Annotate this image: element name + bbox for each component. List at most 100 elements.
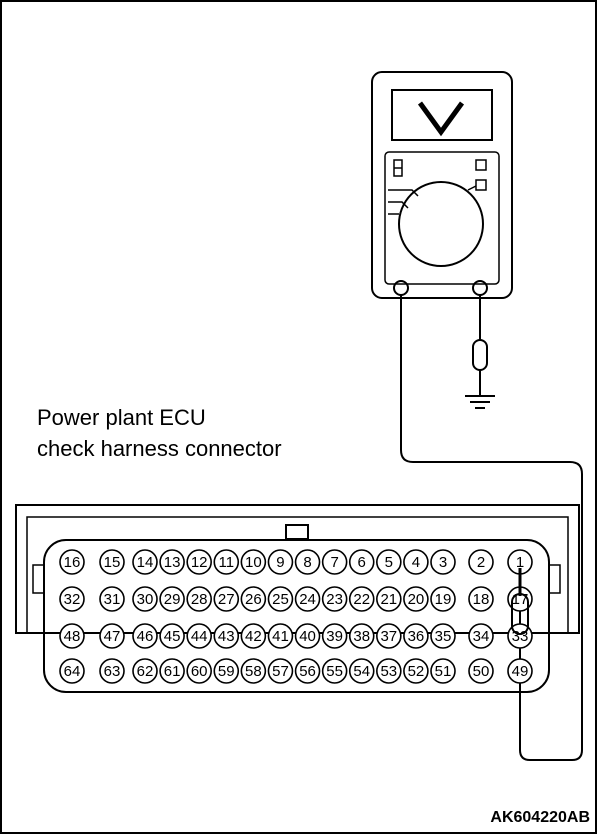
pin-circle — [267, 586, 294, 612]
pin-number: 9 — [276, 554, 284, 571]
pin-number: 31 — [104, 591, 121, 608]
pin-number: 4 — [412, 554, 420, 571]
connector-pin: 18 — [468, 586, 494, 612]
pin-number: 59 — [218, 663, 235, 680]
pin-circle — [59, 586, 85, 612]
pin-circle — [186, 549, 212, 575]
connector-pin: 31 — [99, 586, 125, 612]
pin-number: 44 — [191, 628, 208, 645]
connector-pin: 38 — [348, 623, 375, 649]
pin-number: 57 — [272, 663, 289, 680]
pin-circle — [186, 623, 212, 649]
pin-circle — [294, 549, 321, 575]
connector-pin: 35 — [430, 623, 456, 649]
connector-pin: 44 — [186, 623, 212, 649]
pin-number: 43 — [218, 628, 235, 645]
pin-circle — [294, 623, 321, 649]
pin-circle — [321, 549, 348, 575]
pin-number: 47 — [104, 628, 121, 645]
back-probe-icon — [511, 593, 529, 635]
connector-pin: 56 — [294, 658, 321, 684]
connector-pin: 63 — [99, 658, 125, 684]
connector-pin: 45 — [159, 623, 185, 649]
connector-pin: 60 — [186, 658, 212, 684]
pin-circle — [213, 549, 240, 575]
pin-number: 3 — [439, 554, 447, 571]
ground-lead — [465, 295, 495, 409]
pin-number: 40 — [299, 628, 316, 645]
connector-pin: 5 — [376, 549, 402, 575]
connector-pin: 39 — [321, 623, 348, 649]
pin-number: 30 — [137, 591, 154, 608]
pin-number: 11 — [218, 554, 234, 571]
pin-circle — [213, 623, 240, 649]
pin-number: 18 — [473, 591, 490, 608]
latch-right-icon — [548, 564, 561, 594]
pin-circle — [294, 658, 321, 684]
pin-number: 52 — [408, 663, 425, 680]
pin-circle — [99, 658, 125, 684]
pin-number: 62 — [137, 663, 154, 680]
pin-number: 34 — [473, 628, 490, 645]
pin-number: 61 — [164, 663, 181, 680]
connector-pin: 24 — [294, 586, 321, 612]
pin-number: 58 — [245, 663, 262, 680]
pin-circle — [99, 586, 125, 612]
connector-pin: 62 — [132, 658, 158, 684]
pin-circle — [321, 586, 348, 612]
connector-pin: 28 — [186, 586, 212, 612]
pin-number: 29 — [164, 591, 181, 608]
pin-circle — [430, 623, 456, 649]
multimeter-panel — [384, 151, 500, 285]
connector-pin: 8 — [294, 549, 321, 575]
pin-number: 20 — [408, 591, 425, 608]
pin-circle — [376, 549, 402, 575]
pin-circle — [430, 658, 456, 684]
pin-number: 1 — [516, 554, 524, 571]
connector-pin: 43 — [213, 623, 240, 649]
pin-number: 26 — [245, 591, 262, 608]
figure-code: AK604220AB — [490, 809, 590, 826]
pin-circle — [267, 549, 294, 575]
pin-number: 8 — [303, 554, 311, 571]
pin-circle — [403, 623, 429, 649]
pin-number: 42 — [245, 628, 262, 645]
pin-circle — [468, 623, 494, 649]
pin-circle — [132, 549, 158, 575]
connector-pin: 47 — [99, 623, 125, 649]
pin-number: 54 — [353, 663, 370, 680]
pin-number: 45 — [164, 628, 181, 645]
pin-circle — [468, 549, 494, 575]
connector-face — [43, 539, 550, 693]
pin-number: 27 — [218, 591, 235, 608]
connector-pin: 48 — [59, 623, 85, 649]
pin-circle — [430, 549, 456, 575]
pin-circle — [186, 586, 212, 612]
pin-number: 41 — [272, 628, 289, 645]
connector-pin: 4 — [403, 549, 429, 575]
pin-number: 10 — [245, 554, 262, 571]
pin-circle — [240, 658, 267, 684]
pin-number: 21 — [380, 591, 397, 608]
pin-number: 36 — [408, 628, 425, 645]
connector-pin: 23 — [321, 586, 348, 612]
pin-number: 60 — [191, 663, 208, 680]
connector-pin: 29 — [159, 586, 185, 612]
pin-number: 13 — [164, 554, 181, 571]
connector-pin: 36 — [403, 623, 429, 649]
pin-circle — [376, 586, 402, 612]
connector-pin: 55 — [321, 658, 348, 684]
pin-circle — [468, 586, 494, 612]
connector-pin: 58 — [240, 658, 267, 684]
connector-pin: 57 — [267, 658, 294, 684]
pin-circle — [213, 586, 240, 612]
connector-key-icon — [285, 524, 309, 540]
voltmeter-v-symbol-icon — [417, 101, 465, 137]
pin-circle — [376, 658, 402, 684]
connector-pin: 37 — [376, 623, 402, 649]
pin-circle — [59, 623, 85, 649]
connector-pin: 7 — [321, 549, 348, 575]
